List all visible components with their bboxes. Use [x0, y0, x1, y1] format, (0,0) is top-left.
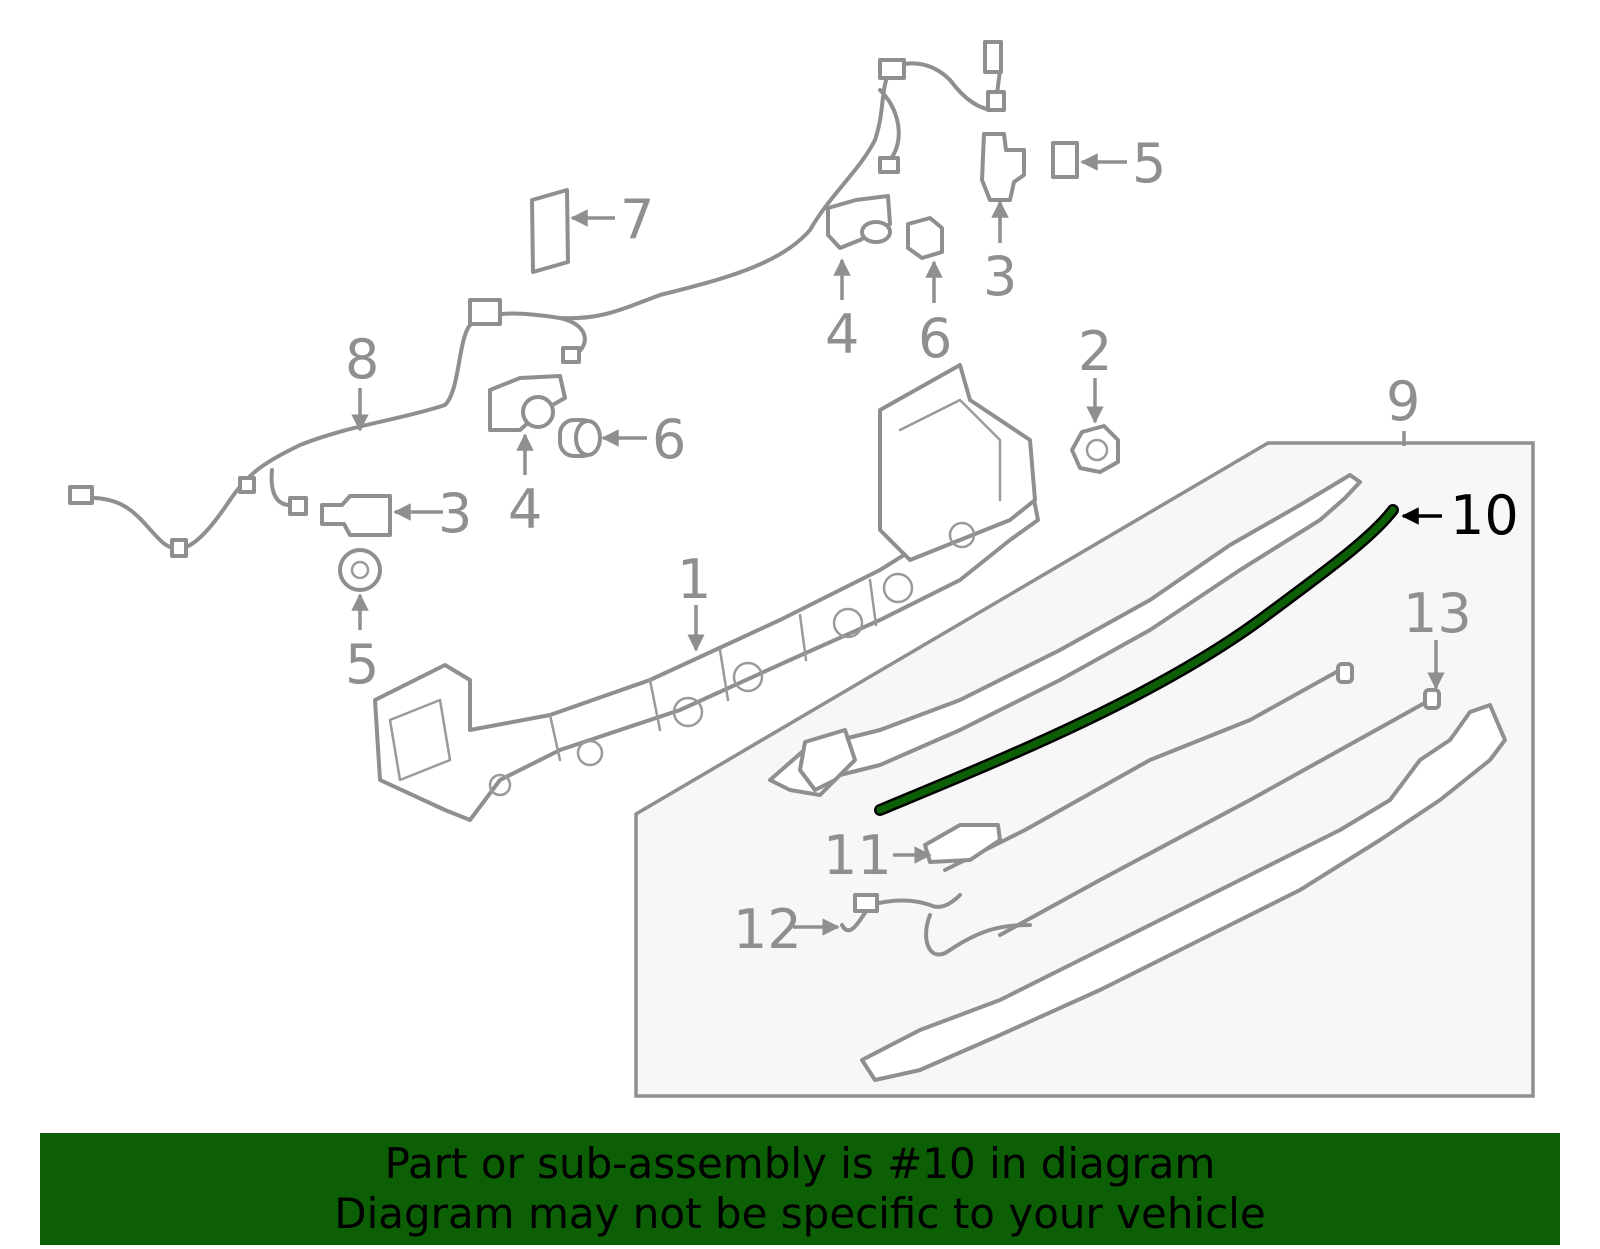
bezel-part-6-upper — [906, 216, 944, 260]
pad-part-7 — [530, 188, 570, 274]
lower-bracket — [860, 703, 1507, 1082]
callout-4-upper: 4 — [825, 303, 859, 366]
upper-absorber-bracket — [798, 728, 857, 792]
sensor-part-4-lower — [488, 374, 567, 432]
callout-11: 11 — [823, 824, 892, 887]
strip-part-10-highlighted-fill — [876, 506, 1397, 814]
info-banner: Part or sub-assembly is #10 in diagram D… — [40, 1133, 1560, 1245]
callout-12: 12 — [733, 898, 802, 961]
grommet-part-6-lower — [558, 418, 602, 458]
harness-part-12 — [840, 893, 1032, 957]
callout-5-lower: 5 — [345, 633, 379, 696]
callout-7: 7 — [620, 188, 654, 251]
callout-4-lower: 4 — [508, 478, 542, 541]
callout-9: 9 — [1386, 370, 1420, 433]
wiring-harness-part-8 — [68, 40, 1006, 558]
leader-lines — [351, 153, 1445, 936]
callout-6-upper: 6 — [918, 307, 952, 370]
callout-2: 2 — [1078, 320, 1112, 383]
callout-3-lower: 3 — [438, 482, 472, 545]
subassembly-9-panel — [634, 441, 1535, 1098]
connector-part-12 — [853, 893, 879, 913]
callout-8: 8 — [345, 328, 379, 391]
callout-1: 1 — [677, 548, 711, 611]
sensor-part-3-upper — [980, 132, 1079, 202]
bracket-part-3-lower — [320, 494, 392, 537]
reinforcement-bar-part-1 — [373, 363, 1040, 822]
callout-3-upper: 3 — [983, 245, 1017, 308]
banner-line-part-number: Part or sub-assembly is #10 in diagram — [384, 1139, 1216, 1188]
callout-13: 13 — [1403, 582, 1472, 645]
banner-line-disclaimer: Diagram may not be specific to your vehi… — [334, 1189, 1266, 1238]
ring-part-5-lower — [338, 548, 382, 592]
callout-5-upper: 5 — [1132, 132, 1166, 195]
nut-part-2 — [1070, 424, 1120, 474]
callout-10-highlighted: 10 — [1450, 484, 1519, 547]
sensor-part-4-upper — [826, 194, 892, 250]
callout-6-lower: 6 — [652, 408, 686, 471]
